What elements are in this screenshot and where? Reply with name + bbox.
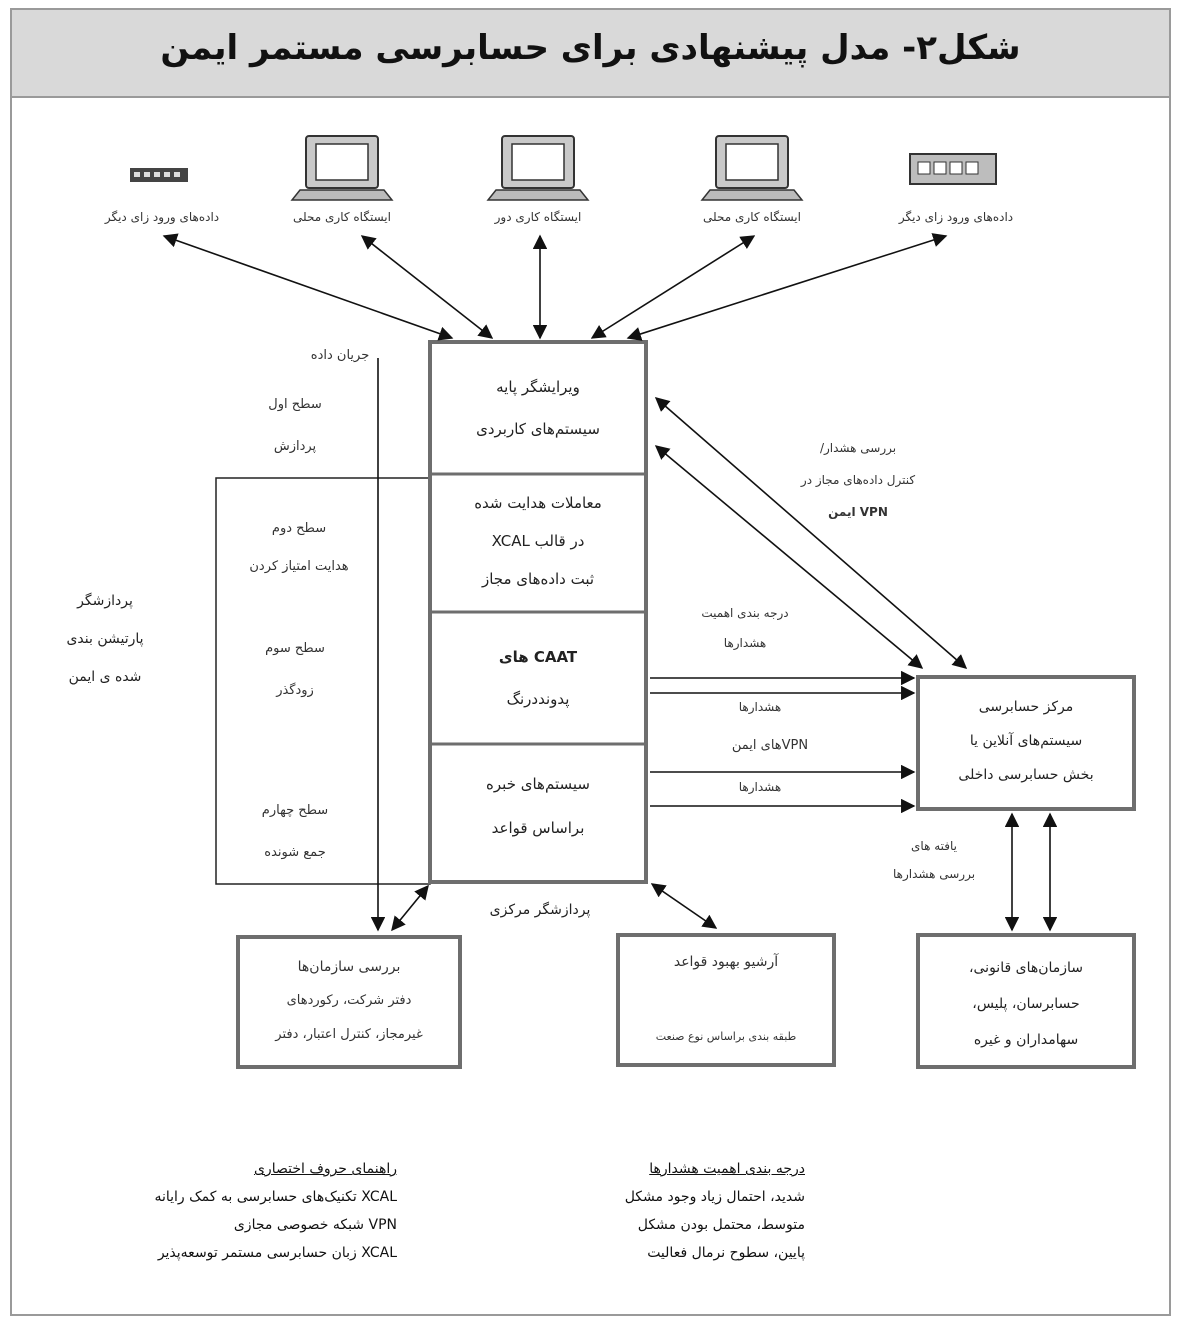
legend-item: VPN شبکه خصوصی مجازی: [233, 1217, 397, 1233]
terminal-label: دادەهای ورود زای دیگر: [104, 210, 220, 224]
base-editor-subtitle: سیستم‌های کاربردی: [476, 420, 600, 438]
terminal-label: ایستگاه کاری دور: [494, 210, 582, 224]
priority-legend: درجه بندی اهمیت هشدارها شدید، احتمال زیا…: [505, 1162, 805, 1274]
terminal-label: دادەهای ورود زای دیگر: [898, 210, 1014, 224]
expert-title: سیستم‌های خبره: [486, 775, 590, 793]
figure-title: شکل۲- مدل پیشنهادی برای حسابرسی مستمر ای…: [160, 28, 1021, 68]
legend-item: پایین، سطوح نرمال فعالیت: [647, 1245, 805, 1261]
legend-item: XCAL تکنیک‌های حسابرسی به کمک رایانه: [154, 1189, 397, 1205]
caat-subtitle: پدونددرنگ: [506, 690, 570, 708]
org-review-text: بررسی سازمان‌ها دفتر شرکت، رکوردهای غیرم…: [275, 959, 423, 1042]
arrow-terminal-2: [360, 235, 494, 339]
expert-systems-text: سیستم‌های خبره براساس قواعد: [432, 762, 644, 850]
alerts-label: هشدارها: [738, 780, 782, 794]
legend-item: شدید، احتمال زیاد وجود مشکل: [624, 1189, 805, 1205]
caat-text: CAAT های پدونددرنگ: [432, 636, 644, 720]
abbreviation-legend: راهنمای حروف اختصاری XCAL تکنیک‌های حساب…: [37, 1162, 397, 1274]
title-bar: شکل۲- مدل پیشنهادی برای حسابرسی مستمر ای…: [12, 10, 1169, 98]
alerts-label: هشدارها: [738, 700, 782, 714]
rules-archive-box: [616, 933, 836, 1067]
computer-icon: [700, 135, 804, 201]
rules-archive-subtitle: طبقه بندی براساس نوع صنعت: [655, 1030, 797, 1043]
legal-orgs-box: [916, 933, 1136, 1069]
computer-icon: [486, 135, 590, 201]
base-editor-title: ویرایشگر پایه: [496, 378, 580, 396]
findings-label: یافته های بررسی هشدارها: [892, 839, 976, 881]
caat-title: CAAT های: [498, 648, 578, 666]
legend-item: XCAL زبان حسابرسی مستمر توسعه‌پذیر: [157, 1245, 397, 1261]
alert-review-label: بررسی هشدار/ کنترل داده‌های مجاز در VPN …: [800, 441, 916, 519]
legal-orgs-text: سازمان‌های قانونی،حسابرسان، پلیس،سهامدار…: [968, 960, 1084, 1048]
xcal-transactions-text: معاملات هدایت شده در قالب XCAL ثبت داده‌…: [432, 484, 644, 598]
abbreviation-legend-heading: راهنمای حروف اختصاری: [253, 1161, 397, 1177]
data-device-icon: [909, 153, 997, 185]
priority-legend-heading: درجه بندی اهمیت هشدارها: [649, 1161, 805, 1177]
arrow-terminal-5: [626, 233, 948, 341]
small-keyboard-icon: [130, 168, 188, 182]
arrow-alert-priority: [654, 445, 924, 669]
rules-archive-title: آرشیو بهبود قواعد: [673, 954, 779, 970]
arrow-terminal-1: [162, 233, 454, 341]
terminal-label: ایستگاه کاری محلی: [703, 210, 801, 224]
alert-priority-label: درجه بندی اهمیت هشدارها: [701, 606, 789, 650]
computer-icon: [290, 135, 394, 201]
expert-subtitle: براساس قواعد: [491, 819, 585, 837]
org-review-box: [236, 935, 462, 1069]
arrow-org-review: [391, 884, 429, 932]
xcal-line: در قالب XCAL: [491, 532, 585, 550]
vpn-label: VPNهای ایمن: [731, 738, 809, 753]
figure-frame: [10, 8, 1171, 1316]
xcal-line: ثبت داده‌های مجاز: [481, 570, 595, 588]
audit-center-box: [916, 675, 1136, 811]
xcal-line: معاملات هدایت شده: [474, 494, 602, 512]
arrow-rules-archive: [650, 883, 718, 929]
base-editor-text: ویرایشگر پایه سیستم‌های کاربردی: [432, 366, 644, 450]
central-processor-label: پردازشگر مرکزی: [489, 902, 591, 918]
terminal-label: ایستگاه کاری محلی: [293, 210, 391, 224]
data-flow-label: جریان داده: [310, 348, 370, 363]
legend-item: متوسط، محتمل بودن مشکل: [637, 1217, 805, 1233]
arrow-terminal-4: [590, 235, 756, 339]
